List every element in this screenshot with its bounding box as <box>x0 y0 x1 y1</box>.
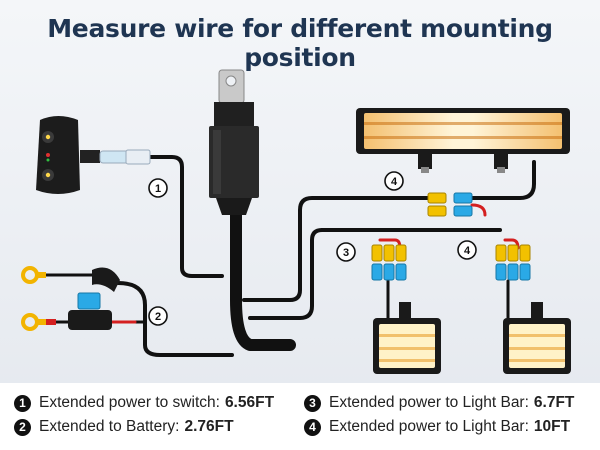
legend-item-1: 1 Extended power to switch: 6.56FT <box>14 394 274 412</box>
legend-label-4: Extended power to Light Bar: <box>329 418 529 435</box>
legend-num-2: 2 <box>14 418 31 436</box>
connector-pod-left <box>371 244 407 281</box>
led-light-bar-icon <box>356 108 570 173</box>
ring-terminal-icon <box>21 266 46 284</box>
legend-label-3: Extended power to Light Bar: <box>329 394 529 411</box>
callout-3-label: 3 <box>343 247 349 259</box>
legend-item-4: 4 Extended power to Light Bar: 10FT <box>304 418 570 436</box>
legend-value-1: 6.56FT <box>224 394 275 411</box>
legend-num-4: 4 <box>304 418 321 436</box>
legend: 1 Extended power to switch: 6.56FT 2 Ext… <box>0 383 600 450</box>
callout-1-label: 1 <box>155 183 161 195</box>
wire-light-bar-top <box>242 196 432 302</box>
fuse-holder-icon <box>68 267 120 330</box>
legend-value-3: 6.7FT <box>533 394 575 411</box>
callout-4a: 4 <box>384 171 404 191</box>
legend-item-2: 2 Extended to Battery: 2.76FT <box>14 418 234 436</box>
callout-1: 1 <box>148 178 168 198</box>
connector-light-bar <box>427 192 473 217</box>
page-title: Measure wire for different mounting posi… <box>47 14 553 72</box>
callout-2-label: 2 <box>155 311 161 323</box>
callout-3: 3 <box>336 242 356 262</box>
rocker-switch-icon <box>36 116 151 194</box>
legend-label-1: Extended power to switch: <box>39 394 220 411</box>
led-pod-light-icon <box>503 302 571 374</box>
legend-label-2: Extended to Battery: <box>39 418 180 435</box>
wire-to-switch <box>148 155 224 278</box>
red-bar-lead <box>470 203 487 217</box>
legend-value-2: 2.76FT <box>184 418 234 435</box>
legend-value-4: 10FT <box>533 418 571 435</box>
ring-terminal-icon <box>21 313 56 331</box>
legend-num-1: 1 <box>14 394 31 412</box>
main-harness <box>230 190 296 351</box>
callout-4b-label: 4 <box>464 245 471 257</box>
connector-pod-right <box>495 244 531 281</box>
wire-battery-to-harness <box>116 281 234 357</box>
wire-pod-bar <box>248 228 374 320</box>
wiring-diagram: 1 2 3 4 4 <box>21 69 571 374</box>
callout-2: 2 <box>148 306 168 326</box>
led-pod-light-icon <box>373 302 441 374</box>
legend-num-3: 3 <box>304 394 321 412</box>
legend-item-3: 3 Extended power to Light Bar: 6.7FT <box>304 394 574 412</box>
wire-light-bar-right <box>470 160 536 200</box>
relay-icon <box>209 69 259 215</box>
callout-4b: 4 <box>457 240 477 260</box>
callout-4a-label: 4 <box>391 176 398 188</box>
